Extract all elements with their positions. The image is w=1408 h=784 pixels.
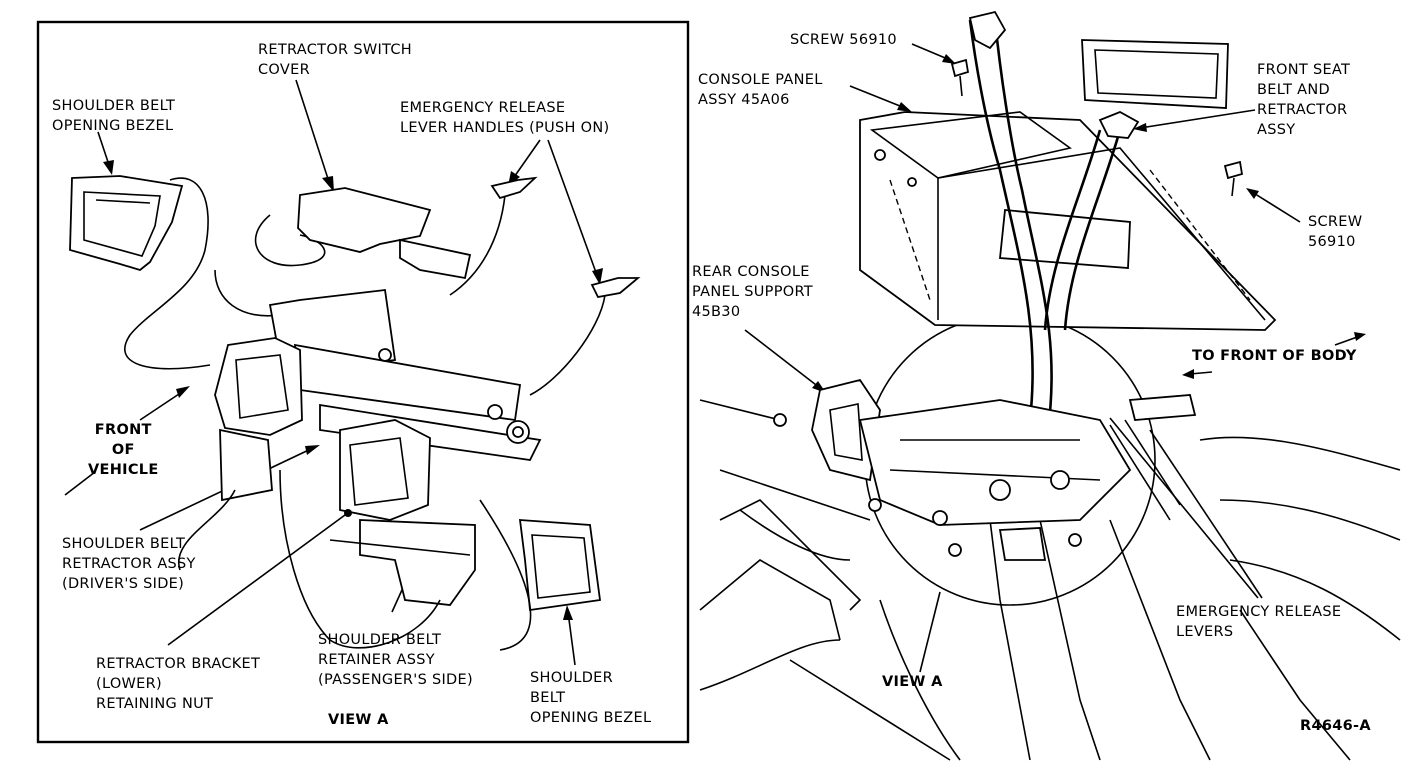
label-screw-right: SCREW 56910 — [1308, 214, 1363, 250]
label-console-panel-assy: CONSOLE PANEL ASSY 45A06 — [698, 72, 823, 108]
label-shoulder-belt-opening-bezel-top: SHOULDER BELT OPENING BEZEL — [52, 98, 176, 134]
label-view-a-right: VIEW A — [882, 674, 943, 690]
label-front-of-vehicle: FRONT OF VEHICLE — [88, 422, 159, 478]
left-mechanism — [69, 175, 641, 651]
label-shoulder-belt-retractor-assy: SHOULDER BELT RETRACTOR ASSY (DRIVER'S S… — [62, 536, 196, 592]
label-screw-top: SCREW 56910 — [790, 32, 897, 48]
right-leader-lines — [744, 43, 1366, 673]
label-shoulder-belt-retainer-assy: SHOULDER BELT RETAINER ASSY (PASSENGER'S… — [318, 632, 473, 688]
right-mechanism — [699, 10, 1401, 761]
label-shoulder-belt-opening-bezel-bottom: SHOULDER BELT OPENING BEZEL — [530, 670, 652, 726]
label-emergency-release-levers: EMERGENCY RELEASE LEVERS — [1176, 604, 1342, 640]
label-emergency-release-lever-handles: EMERGENCY RELEASE LEVER HANDLES (PUSH ON… — [400, 100, 610, 136]
label-figure-id: R4646-A — [1300, 718, 1371, 734]
label-view-a-left: VIEW A — [328, 712, 389, 728]
label-retractor-switch-cover: RETRACTOR SWITCH COVER — [258, 42, 412, 78]
label-front-seat-belt-retractor: FRONT SEAT BELT AND RETRACTOR ASSY — [1257, 62, 1351, 138]
label-retractor-bracket-nut: RETRACTOR BRACKET (LOWER) RETAINING NUT — [96, 656, 261, 712]
view-a-frame — [36, 20, 690, 744]
label-rear-console-panel-support: REAR CONSOLE PANEL SUPPORT 45B30 — [692, 264, 813, 320]
label-to-front-of-body: TO FRONT OF BODY — [1192, 348, 1357, 364]
